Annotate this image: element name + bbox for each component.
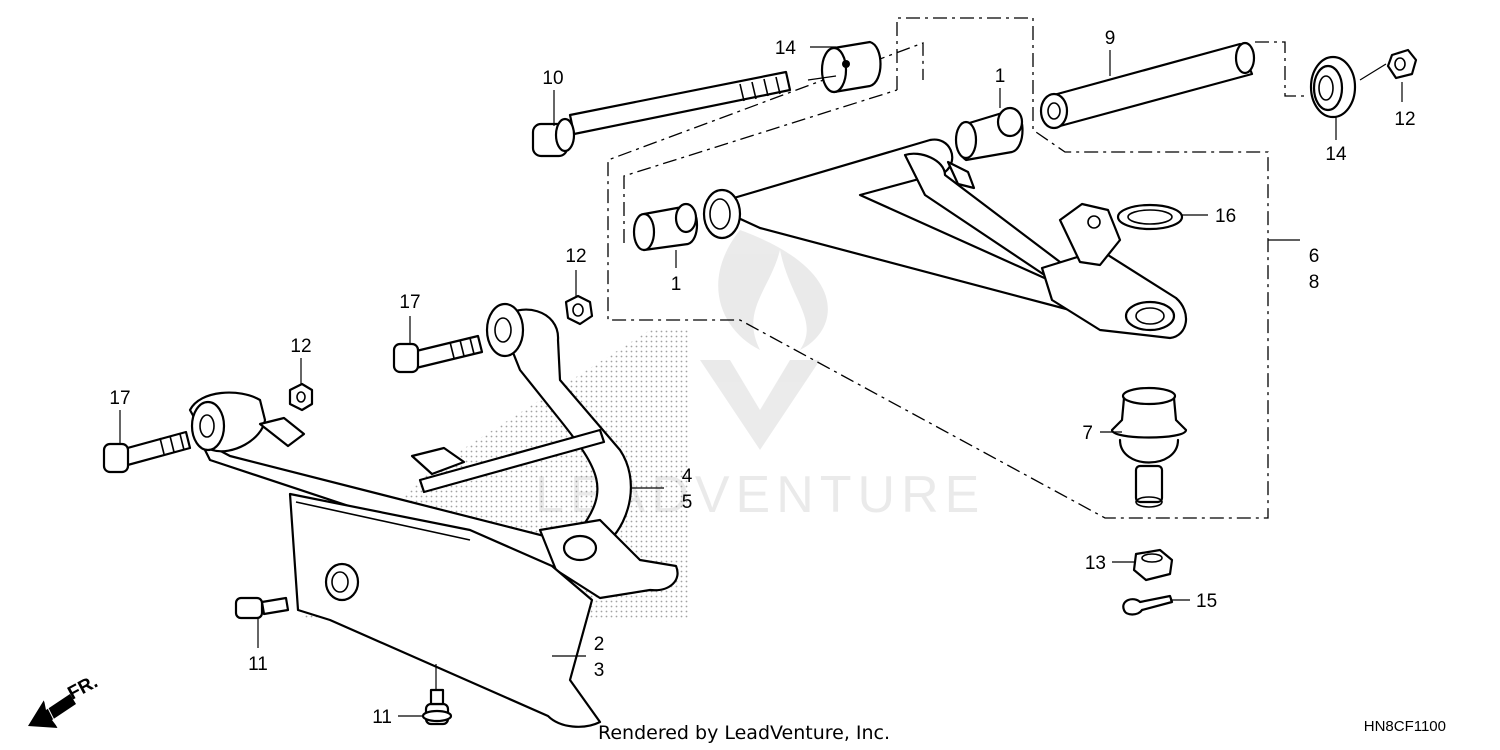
callout-7: 7 (1082, 423, 1093, 444)
part-1-collar-lower (632, 202, 699, 252)
callout-5: 5 (682, 492, 693, 513)
callout-8: 8 (1309, 272, 1320, 293)
callout-6: 6 (1309, 246, 1320, 267)
leadventure-logo-icon (700, 230, 828, 450)
callout-12-middle: 12 (565, 246, 586, 267)
part-11-bolt-left (234, 596, 290, 620)
callout-1-lower: 1 (671, 274, 682, 295)
front-arrow-icon (28, 694, 76, 729)
callout-14-upper: 14 (775, 38, 797, 59)
callout-14-right: 14 (1325, 144, 1347, 165)
callout-2: 2 (594, 634, 605, 655)
callout-12-right: 12 (1394, 109, 1415, 130)
part-12-nut-right (1386, 48, 1418, 80)
part-14-bushing-upper (820, 40, 882, 94)
part-12-nut-middle (564, 294, 594, 326)
callout-13: 13 (1085, 553, 1106, 574)
part-17-bolt-lower (102, 430, 192, 474)
callout-17-lower: 17 (109, 388, 130, 409)
part-13-castle-nut (1132, 548, 1174, 582)
callout-9: 9 (1105, 28, 1116, 49)
part-1-collar-upper (954, 106, 1024, 162)
assembly-outline-upper (607, 17, 1269, 519)
part-2-3-guard-plate (288, 492, 602, 728)
callout-12-left: 12 (290, 336, 311, 357)
callout-4: 4 (682, 466, 693, 487)
leader-lines (119, 46, 1403, 717)
callout-10: 10 (542, 68, 563, 89)
part-7-ball-joint (1110, 386, 1188, 508)
rendered-by-text: Rendered by LeadVenture, Inc. (598, 722, 890, 744)
callout-11-left: 11 (248, 654, 268, 675)
callout-17-upper: 17 (399, 292, 420, 313)
part-16-circlip (1116, 203, 1184, 231)
callout-1-upper: 1 (995, 66, 1006, 87)
assembly-outline-right (1255, 41, 1308, 97)
callout-15: 15 (1196, 591, 1217, 612)
diagram-code: HN8CF1100 (1364, 718, 1446, 735)
callout-11-lower: 11 (372, 707, 392, 728)
part-12-nut-left (288, 382, 314, 412)
part-10-bolt (531, 70, 792, 158)
assembly-outline-left (623, 89, 898, 243)
part-14-bushing-right (1309, 55, 1357, 119)
part-17-bolt-upper (392, 334, 484, 374)
part-6-8-upper-arm (702, 138, 1187, 340)
callout-3: 3 (594, 660, 605, 681)
part-15-cotter-pin (1122, 594, 1174, 616)
part-9-rod (1039, 41, 1256, 130)
part-11-bolt-lower (421, 688, 453, 726)
callout-16: 16 (1215, 206, 1236, 227)
